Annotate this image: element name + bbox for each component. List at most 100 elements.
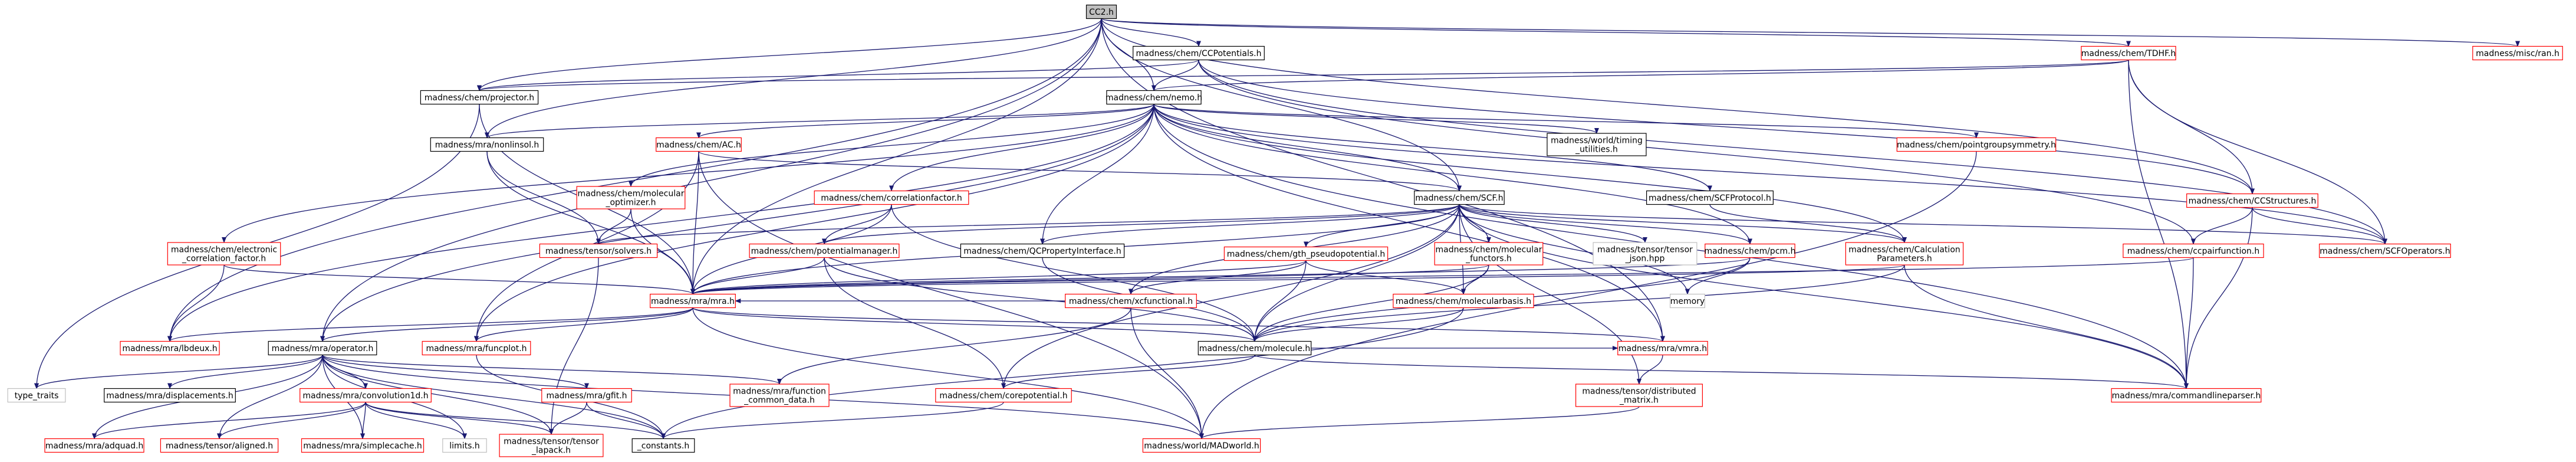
edge-pointgroup-to-madworld: [1199, 151, 1977, 440]
node-conv1d[interactable]: madness/mra/convolution1d.h: [300, 388, 432, 403]
node-label: _constants.h: [637, 441, 689, 451]
edge-tdhf-to-cmdline: [2128, 60, 2189, 389]
node-box: [499, 434, 604, 457]
edge-nemo-to-lbdeux: [167, 104, 1154, 342]
edge-nemo-to-operator: [320, 104, 1154, 342]
node-cc2[interactable]: CC2.h: [1085, 4, 1117, 19]
edge-scf-to-tsolvers: [596, 204, 1460, 245]
node-timing[interactable]: madness/world/timing_utilities.h: [1547, 133, 1647, 156]
edge-nemo-to-pcm: [1153, 104, 1752, 245]
node-label: madness/chem/correlationfactor.h: [821, 194, 962, 203]
node-box: [656, 137, 742, 152]
edge-scf-to-calcparam: [1459, 204, 1907, 243]
node-simplecache[interactable]: madness/mra/simplecache.h: [301, 438, 425, 453]
node-pointgroup[interactable]: madness/chem/pointgroupsymmetry.h: [1896, 137, 2057, 152]
node-label: madness/misc/ran.h: [2476, 49, 2559, 58]
node-box: [442, 438, 487, 453]
node-cmdline[interactable]: madness/mra/commandlineparser.h: [2111, 388, 2262, 403]
node-funcplot[interactable]: madness/mra/funcplot.h: [422, 340, 531, 356]
edge-nonlinsol-to-mra: [486, 151, 695, 295]
edge-ccpot-to-projector: [477, 59, 1199, 91]
node-ccstruct[interactable]: madness/chem/CCStructures.h: [2186, 193, 2318, 208]
node-box: [422, 340, 531, 356]
node-box: [749, 243, 900, 258]
edge-scfproto-to-calcparam: [1709, 204, 1907, 243]
node-displace[interactable]: madness/mra/displacements.h: [104, 388, 236, 403]
node-tlapack[interactable]: madness/tensor/tensor_lapack.h: [499, 434, 604, 457]
node-mra[interactable]: madness/mra/mra.h: [650, 293, 736, 309]
node-adquad[interactable]: madness/mra/adquad.h: [44, 438, 144, 453]
node-box: [1085, 4, 1117, 19]
edge-ccstruct-to-ccpair: [2191, 207, 2253, 245]
edge-scf-to-qcprop: [1040, 204, 1460, 245]
node-scfops[interactable]: madness/chem/SCFOperators.h: [2319, 243, 2451, 258]
node-label: madness/mra/operator.h: [272, 344, 374, 353]
node-label: madness/chem/QCPropertyInterface.h: [963, 247, 1121, 256]
node-vmra[interactable]: madness/mra/vmra.h: [1617, 340, 1708, 356]
node-nemo[interactable]: madness/chem/nemo.h: [1106, 90, 1202, 105]
edge-cc2-to-ccpot: [1101, 18, 1201, 47]
node-ac[interactable]: madness/chem/AC.h: [656, 137, 742, 152]
node-operator[interactable]: madness/mra/operator.h: [268, 340, 377, 356]
node-corepot[interactable]: madness/chem/corepotential.h: [935, 388, 1072, 403]
node-ran[interactable]: madness/misc/ran.h: [2472, 45, 2563, 61]
node-nonlinsol[interactable]: madness/mra/nonlinsol.h: [430, 137, 544, 152]
node-box: [650, 293, 736, 309]
edge-gfit-to-tlapack: [549, 402, 587, 435]
edge-molfunc-to-molecule: [1252, 264, 1489, 342]
node-box: [1065, 293, 1197, 309]
edge-calcparam-to-molecule: [1252, 264, 1905, 342]
edge-mra-to-operator: [320, 307, 693, 342]
node-gthpseudo[interactable]: madness/chem/gth_pseudopotential.h: [1223, 246, 1389, 261]
node-label: madness/chem/AC.h: [656, 140, 741, 150]
node-tsolvers[interactable]: madness/tensor/solvers.h: [539, 243, 658, 258]
edge-mra-to-molecule: [692, 307, 1257, 342]
node-madworld[interactable]: madness/world/MADworld.h: [1142, 438, 1261, 453]
node-box: [1393, 293, 1534, 309]
node-box: [1142, 438, 1261, 453]
node-box: [160, 438, 279, 453]
node-funcdata[interactable]: madness/mra/function_common_data.h: [729, 384, 830, 407]
node-box: [1106, 90, 1202, 105]
node-constants[interactable]: _constants.h: [631, 438, 695, 453]
node-ccpot[interactable]: madness/chem/CCPotentials.h: [1133, 45, 1265, 61]
node-distmat[interactable]: madness/tensor/distributed_matrix.h: [1575, 384, 1703, 407]
edge-corrfac-to-potmgr: [822, 204, 892, 245]
node-label: madness/chem/potentialmanager.h: [751, 247, 898, 256]
node-pcm[interactable]: madness/chem/pcm.h: [1705, 243, 1796, 258]
node-xcfunc[interactable]: madness/chem/xcfunctional.h: [1065, 293, 1197, 309]
edge-cc2-to-nonlinsol: [485, 18, 1102, 139]
node-molbasis[interactable]: madness/chem/molecularbasis.h: [1393, 293, 1534, 309]
node-tjson: madness/tensor/tensor_json.hpp: [1593, 242, 1697, 266]
node-corrfac[interactable]: madness/chem/correlationfactor.h: [814, 190, 969, 205]
node-label: madness/tensor/tensor_lapack.h: [504, 437, 599, 456]
node-label: madness/chem/TDHF.h: [2081, 49, 2176, 58]
edge-ac-to-scf: [698, 150, 1462, 192]
edge-molopt-to-tsolvers: [596, 208, 631, 245]
node-tdhf[interactable]: madness/chem/TDHF.h: [2081, 45, 2176, 61]
node-label: madness/chem/electronic_correlation_fact…: [171, 245, 277, 264]
node-projector[interactable]: madness/chem/projector.h: [420, 90, 539, 105]
node-scfproto[interactable]: madness/chem/SCFProtocol.h: [1646, 190, 1774, 205]
node-molfunc[interactable]: madness/chem/molecular_functors.h: [1434, 242, 1544, 266]
node-scf[interactable]: madness/chem/SCF.h: [1414, 190, 1505, 205]
node-lbdeux[interactable]: madness/mra/lbdeux.h: [120, 340, 220, 356]
edge-ccpot-to-ccstruct: [1198, 60, 2255, 195]
node-qcprop[interactable]: madness/chem/QCPropertyInterface.h: [960, 243, 1125, 258]
edge-nemo-to-funcplot: [474, 104, 1154, 342]
edge-molecule-to-cmdline: [1254, 354, 2189, 389]
node-box: [1547, 133, 1647, 156]
node-aligned[interactable]: madness/tensor/aligned.h: [160, 438, 279, 453]
node-eleccorr[interactable]: madness/chem/electronic_correlation_fact…: [167, 242, 281, 266]
edge-potmgr-to-mra: [690, 257, 825, 295]
node-box: [2081, 45, 2176, 61]
node-label: madness/chem/molecular_functors.h: [1436, 245, 1542, 264]
edge-ccpair-to-cmdline: [2184, 257, 2194, 389]
node-molecule[interactable]: madness/chem/molecule.h: [1197, 340, 1312, 356]
node-potmgr[interactable]: madness/chem/potentialmanager.h: [749, 243, 900, 258]
node-gfit[interactable]: madness/mra/gfit.h: [541, 388, 632, 403]
node-ccpair[interactable]: madness/chem/ccpairfunction.h: [2123, 243, 2264, 258]
node-molopt[interactable]: madness/chem/molecular_optimizer.h: [576, 186, 686, 209]
